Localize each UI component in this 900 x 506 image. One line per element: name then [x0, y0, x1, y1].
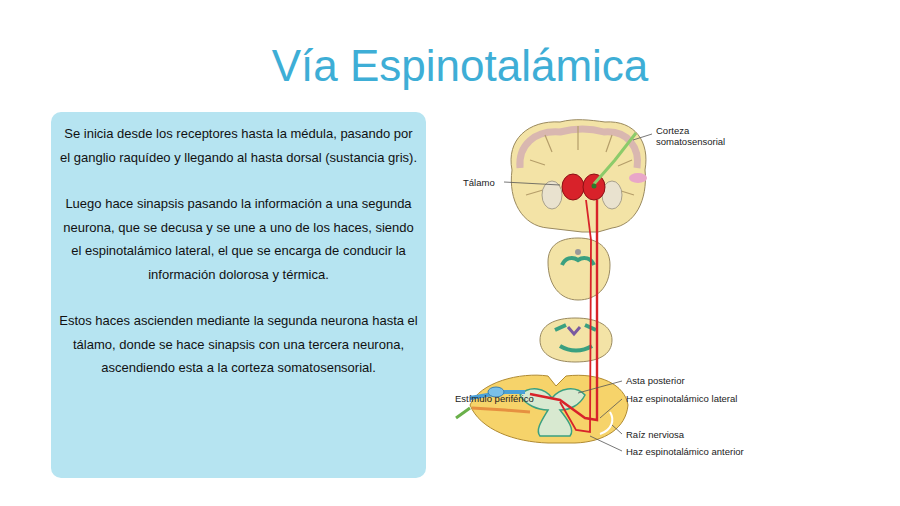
anatomy-label: Tálamo: [463, 177, 495, 188]
anatomy-label: Estímulo periférico: [455, 393, 534, 404]
leader-line: [612, 425, 622, 434]
brain-section: [511, 120, 646, 232]
synapse: [592, 184, 597, 189]
anterior-spinothalamic-tract: [560, 200, 591, 432]
lateral-spinothalamic-tract: [530, 200, 597, 420]
nerve-root: [472, 408, 530, 412]
leader-line: [504, 182, 560, 185]
anatomy-label: Haz espinotalámico anterior: [626, 446, 744, 457]
anatomy-label: Raíz nerviosa: [626, 429, 684, 440]
paragraph: Luego hace sinapsis pasando la informaci…: [59, 192, 418, 286]
slide-title: Vía Espinotalámica: [200, 38, 720, 94]
leader-line: [578, 381, 622, 393]
nucleus: [562, 258, 594, 265]
leader-line: [590, 436, 622, 451]
afferent: [456, 408, 470, 418]
midbrain-section: [548, 238, 610, 300]
medulla-section: [540, 318, 612, 362]
thalamus: [562, 174, 584, 200]
leader-line: [633, 134, 652, 140]
spinal-cord: [470, 375, 628, 443]
cortex-area: [629, 173, 647, 183]
nucleus: [568, 327, 580, 334]
anatomy-label: Haz espinotalámico lateral: [626, 393, 737, 404]
white-matter: [600, 412, 612, 434]
third-neuron: [594, 133, 636, 184]
anatomy-label: Corteza somatosensorial: [656, 125, 732, 147]
thalamus: [583, 174, 605, 200]
aqueduct: [575, 249, 581, 255]
leader-line: [600, 399, 622, 418]
text-panel: Se inicia desde los receptores hasta la …: [51, 112, 426, 478]
paragraph: Estos haces ascienden mediante la segund…: [59, 309, 418, 380]
anatomy-label: Asta posterior: [626, 375, 685, 386]
paragraph: Se inicia desde los receptores hasta la …: [59, 122, 418, 169]
